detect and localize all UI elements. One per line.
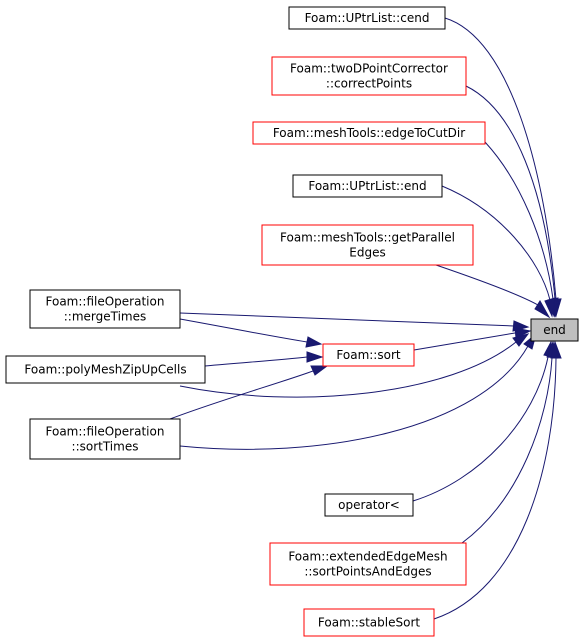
- node-box: [29, 289, 181, 329]
- edge-fileop_mergetimes-to-foam_sort: [179, 318, 323, 348]
- node-box: [29, 418, 181, 460]
- node-label: ::sortPointsAndEdges: [304, 565, 431, 579]
- node-label: Foam::meshTools::edgeToCutDir: [273, 126, 465, 140]
- arrowhead-icon: [514, 327, 532, 339]
- edge-line: [433, 357, 557, 620]
- node-label: Foam::UPtrList::end: [308, 179, 426, 193]
- node-box: [269, 542, 467, 586]
- node-stablesort[interactable]: Foam::stableSort: [303, 608, 435, 637]
- node-box: [530, 318, 579, 342]
- node-meshtools-edgetocutdir[interactable]: Foam::meshTools::edgeToCutDir: [252, 121, 486, 145]
- edge-meshtools_getparallel-to-end: [435, 264, 551, 319]
- node-label: Edges: [349, 246, 385, 260]
- edge-line: [179, 341, 517, 398]
- edge-line: [444, 17, 557, 300]
- node-label: Foam::UPtrList::cend: [305, 11, 430, 25]
- node-box: [292, 174, 443, 198]
- node-label: Foam::stableSort: [318, 616, 420, 630]
- edge-operator_lt-to-end: [412, 340, 554, 502]
- node-label: Foam::meshTools::getParallel: [280, 231, 455, 245]
- edge-line: [179, 318, 308, 343]
- edge-line: [169, 370, 314, 420]
- node-label: Foam::fileOperation: [46, 425, 165, 439]
- node-box: [303, 608, 435, 637]
- arrowhead-icon: [534, 300, 551, 319]
- edge-fileop_sorttimes-to-foam_sort: [169, 365, 329, 420]
- node-box: [324, 493, 414, 517]
- edge-line: [204, 356, 308, 367]
- node-end: end: [530, 318, 579, 342]
- edge-polymeshzipupcells-to-foam_sort: [204, 351, 324, 367]
- edges-layer: [169, 17, 562, 620]
- edge-twod_correct-to-end: [465, 85, 561, 318]
- node-box: [288, 6, 446, 30]
- node-label: Foam::sort: [336, 348, 400, 362]
- node-label: operator<: [338, 498, 400, 512]
- edge-extended_sort-to-end: [461, 340, 558, 544]
- edge-line: [179, 345, 529, 450]
- edge-line: [441, 185, 551, 301]
- edge-line: [412, 356, 549, 502]
- arrowhead-icon: [544, 297, 556, 318]
- node-box: [252, 121, 486, 145]
- nodes-layer: Foam::UPtrList::cendFoam::twoDPointCorre…: [5, 6, 579, 637]
- node-fileop-sorttimes[interactable]: Foam::fileOperation::sortTimes: [29, 418, 181, 460]
- node-box: [5, 355, 206, 384]
- arrowhead-icon: [306, 351, 324, 363]
- edge-stablesort-to-end: [433, 340, 562, 620]
- edge-line: [179, 312, 515, 327]
- node-label: Foam::polyMeshZipUpCells: [24, 363, 186, 377]
- edge-uptrlist_end-to-end: [441, 185, 556, 318]
- node-label: Foam::twoDPointCorrector: [290, 62, 448, 76]
- node-twod-correct[interactable]: Foam::twoDPointCorrector::correctPoints: [271, 56, 467, 96]
- node-box: [261, 224, 474, 266]
- edge-line: [435, 264, 539, 306]
- edge-line: [484, 141, 554, 300]
- node-label: Foam::fileOperation: [46, 295, 165, 309]
- node-fileop-mergetimes[interactable]: Foam::fileOperation::mergeTimes: [29, 289, 181, 329]
- node-box: [271, 56, 467, 96]
- node-label: ::mergeTimes: [64, 310, 147, 324]
- node-polymeshzipupcells[interactable]: Foam::polyMeshZipUpCells: [5, 355, 206, 384]
- node-label: ::sortTimes: [72, 440, 139, 454]
- node-box: [322, 343, 415, 367]
- node-uptrlist-cend[interactable]: Foam::UPtrList::cend: [288, 6, 446, 30]
- arrowhead-icon: [305, 336, 323, 348]
- arrowhead-icon: [310, 365, 329, 376]
- node-label: ::correctPoints: [326, 77, 412, 91]
- edge-line: [461, 357, 553, 544]
- node-foam-sort[interactable]: Foam::sort: [322, 343, 415, 367]
- edge-line: [413, 332, 516, 351]
- node-label: end: [543, 323, 566, 337]
- edge-foam_sort-to-end: [413, 327, 532, 351]
- arrowhead-icon: [550, 340, 562, 359]
- edge-line: [465, 85, 556, 300]
- node-extended-sort[interactable]: Foam::extendedEdgeMesh::sortPointsAndEdg…: [269, 542, 467, 586]
- node-uptrlist-end[interactable]: Foam::UPtrList::end: [292, 174, 443, 198]
- node-label: Foam::extendedEdgeMesh: [288, 550, 447, 564]
- node-operator-lt[interactable]: operator<: [324, 493, 414, 517]
